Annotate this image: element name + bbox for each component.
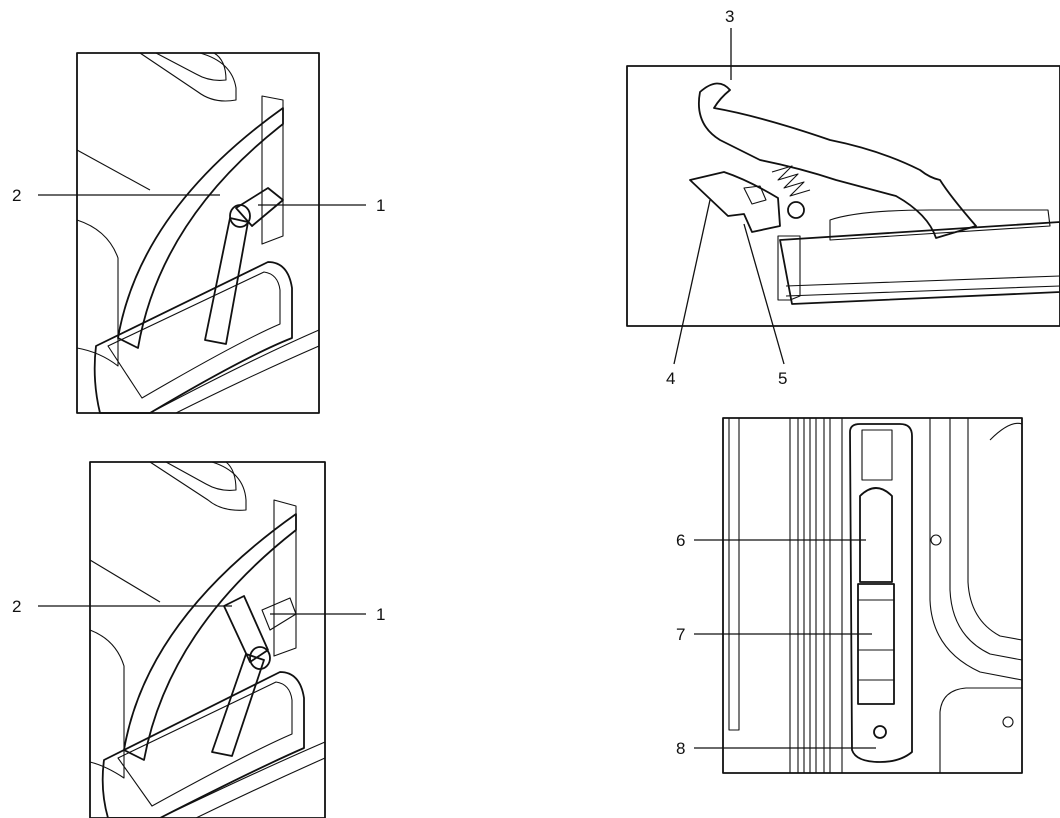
curved-track	[118, 108, 283, 348]
trim-strip	[816, 418, 824, 773]
console-slot-wall	[262, 96, 283, 244]
panel-top-right: 3 4 5	[627, 7, 1060, 388]
panel-bottom-right-frame	[723, 418, 1022, 773]
panel-bottom-right: 6 7 8	[676, 418, 1022, 773]
slot-end-hole	[874, 726, 886, 738]
cushion-crease-line	[77, 150, 150, 190]
curved-rail	[968, 418, 1022, 640]
curved-rail	[930, 418, 1022, 680]
pivot-pin	[788, 202, 804, 218]
slot-channel	[850, 424, 912, 762]
panel-bottom-left-frame	[90, 462, 325, 818]
slot-top-dark	[862, 430, 892, 480]
seat-bolster-highlight	[156, 53, 226, 80]
floor-contour	[940, 688, 1022, 773]
trim-strip	[729, 418, 739, 730]
leader-line-4	[674, 200, 710, 364]
release-lever-arm	[212, 654, 264, 756]
panel-bottom-left: 2 1	[12, 462, 385, 818]
callout-label-2: 2	[12, 186, 21, 205]
console-lip	[160, 742, 325, 818]
callout-label-1: 1	[376, 605, 385, 624]
console-opening	[108, 272, 280, 398]
mounting-hole	[931, 535, 941, 545]
curved-track	[124, 514, 296, 760]
callout-label-3: 3	[725, 7, 734, 26]
console-opening	[118, 682, 292, 806]
cushion-edge	[90, 630, 124, 778]
release-lever-pivot	[230, 205, 250, 227]
curved-rail	[990, 423, 1022, 440]
trim-strip	[830, 418, 842, 773]
panel-top-right-frame	[627, 66, 1060, 326]
trim-strip	[790, 418, 798, 773]
callout-label-4: 4	[666, 369, 675, 388]
panel-top-left: 2 1	[12, 53, 385, 413]
slider-body	[858, 584, 894, 704]
callout-label-8: 8	[676, 739, 685, 758]
console-lip	[150, 330, 319, 413]
mounting-hole	[1003, 717, 1013, 727]
cushion-crease-line	[90, 560, 160, 602]
trim-strip	[804, 418, 810, 773]
callout-label-7: 7	[676, 625, 685, 644]
callout-label-5: 5	[778, 369, 787, 388]
callout-label-6: 6	[676, 531, 685, 550]
callout-label-2: 2	[12, 597, 21, 616]
latch-plate	[690, 172, 780, 232]
seat-bolster-highlight	[166, 462, 236, 490]
console-slot-wall	[274, 500, 296, 656]
callout-label-1: 1	[376, 196, 385, 215]
slider-upper-window	[860, 488, 892, 582]
console-tray	[103, 672, 304, 818]
curved-rail	[950, 418, 1022, 660]
release-lever-arm	[205, 218, 248, 344]
